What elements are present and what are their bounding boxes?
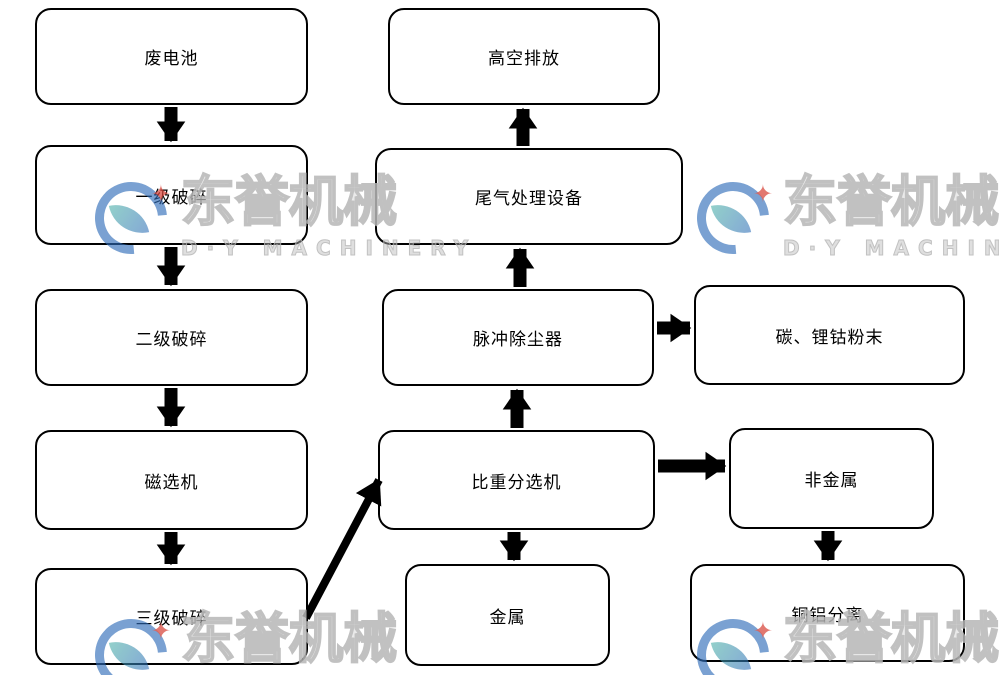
watermark: ✦ 东誉机械 D·Y MACHINERY	[682, 166, 999, 269]
node-primary-crush: 一级破碎	[35, 145, 308, 245]
arrow-tertiary-to-gravity	[302, 478, 383, 620]
node-high-emission: 高空排放	[388, 8, 660, 105]
node-exhaust-treatment: 尾气处理设备	[375, 148, 683, 245]
node-non-metal: 非金属	[729, 428, 934, 529]
node-label: 碳、锂钴粉末	[775, 327, 884, 347]
node-label: 磁选机	[144, 472, 199, 492]
watermark-brand-text: 东誉机械	[782, 172, 999, 232]
node-label: 脉冲除尘器	[473, 330, 563, 349]
node-label: 比重分选机	[471, 472, 562, 492]
node-tertiary-crush: 三级破碎	[35, 568, 308, 665]
node-gravity-separator: 比重分选机	[378, 430, 655, 530]
node-metal: 金属	[405, 564, 610, 666]
node-label: 一级破碎	[135, 187, 208, 207]
node-carbon-lithium-cobalt-powder: 碳、锂钴粉末	[694, 285, 965, 385]
node-label: 尾气处理设备	[475, 189, 583, 208]
node-label: 高空排放	[488, 49, 560, 68]
node-label: 金属	[489, 607, 526, 627]
watermark-subtitle-text: D·Y MACHINERY	[782, 236, 999, 261]
node-label: 非金属	[804, 471, 859, 490]
brand-logo-icon: ✦	[682, 166, 784, 269]
node-secondary-crush: 二级破碎	[35, 289, 308, 386]
node-copper-aluminum-separation: 铜铝分离	[690, 564, 965, 662]
node-magnetic-separator: 磁选机	[35, 430, 308, 530]
node-label: 铜铝分离	[791, 605, 864, 625]
node-waste-battery: 废电池	[35, 8, 308, 105]
node-label: 废电池	[144, 49, 199, 68]
node-pulse-dust-collector: 脉冲除尘器	[382, 289, 654, 386]
node-label: 三级破碎	[135, 609, 208, 628]
node-label: 二级破碎	[135, 330, 208, 349]
